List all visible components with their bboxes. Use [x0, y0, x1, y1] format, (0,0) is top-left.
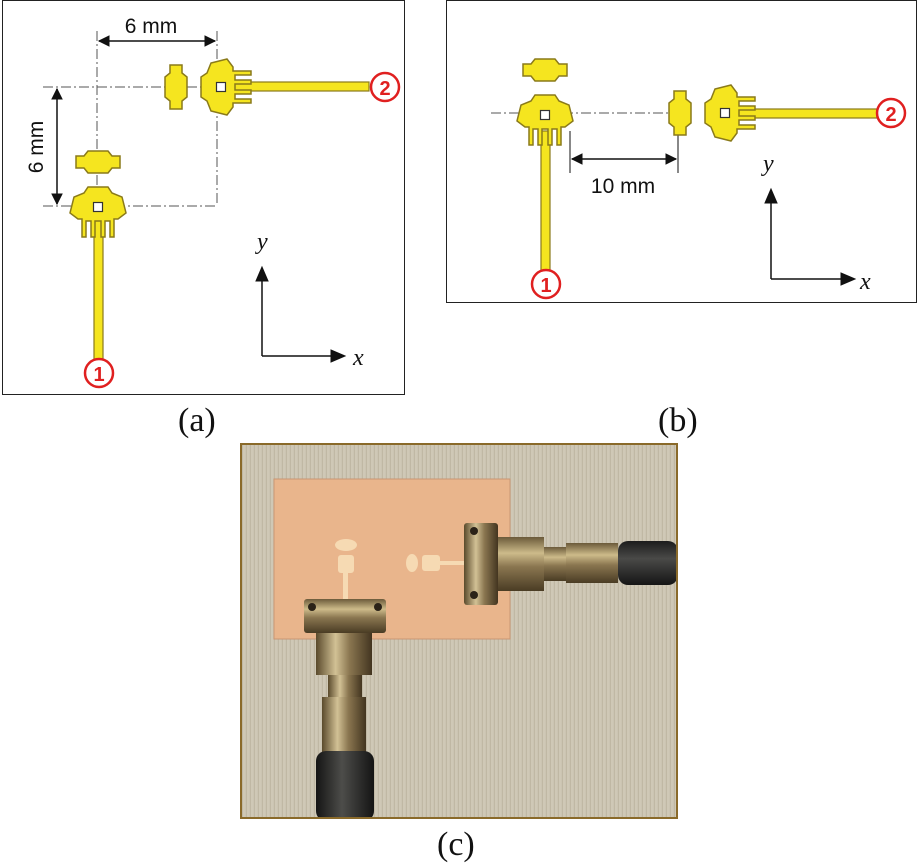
panel-a: 6 mm 6 mm 1 2 x y — [2, 0, 405, 395]
dim-label-horizontal: 10 mm — [591, 175, 655, 198]
axis-arrows — [255, 265, 347, 363]
caption-a: (a) — [178, 402, 216, 439]
svg-text:1: 1 — [540, 275, 551, 297]
port-marker-2: 2 — [369, 71, 401, 103]
feed-line-2 — [736, 108, 878, 119]
connector-1 — [304, 599, 386, 817]
svg-text:1: 1 — [93, 364, 104, 386]
axis-arrows — [764, 187, 857, 286]
photo-illustration — [242, 445, 676, 817]
svg-text:2: 2 — [885, 104, 896, 126]
port-marker-2: 2 — [875, 97, 907, 129]
panel-a-diagram: 6 mm 6 mm 1 2 x y — [25, 15, 401, 389]
dim-label-horizontal: 6 mm — [125, 15, 178, 38]
guide-lines — [43, 31, 218, 207]
dimension-horizontal — [570, 153, 678, 165]
port-marker-1: 1 — [530, 268, 562, 300]
dimension-horizontal — [97, 35, 217, 47]
port-marker-1: 1 — [83, 357, 115, 389]
caption-b: (b) — [658, 402, 698, 439]
axis-label-y: y — [255, 229, 268, 255]
dimension-vertical — [51, 87, 63, 206]
svg-text:2: 2 — [379, 78, 390, 100]
caption-c: (c) — [437, 826, 475, 863]
connector-2 — [464, 523, 676, 605]
panel-b: 10 mm 1 2 x y — [446, 0, 917, 303]
axis-label-x: x — [352, 345, 364, 371]
axis-label-y: y — [761, 151, 774, 177]
dim-label-vertical: 6 mm — [25, 121, 48, 174]
panel-c-photo — [240, 443, 678, 819]
axis-label-x: x — [859, 269, 871, 295]
panel-b-diagram: 10 mm 1 2 x y — [491, 58, 907, 300]
feed-line-1 — [540, 130, 551, 282]
